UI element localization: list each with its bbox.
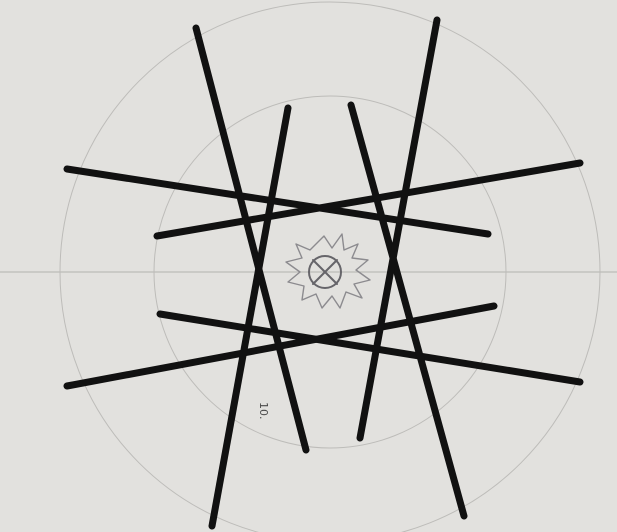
margin-note: 10. — [257, 402, 270, 420]
sun-outline-icon — [286, 234, 370, 308]
left-outer-diagonal-stroke — [196, 28, 306, 450]
left-inner-diagonal-stroke — [212, 108, 288, 526]
